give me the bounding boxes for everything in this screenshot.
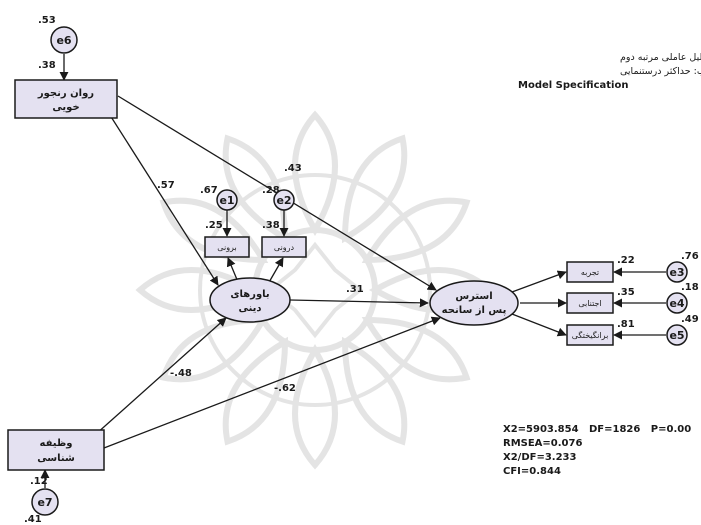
svg-text:دینی: دینی	[238, 303, 261, 314]
svg-text:e5: e5	[669, 329, 684, 342]
error-e4: e4	[666, 292, 688, 314]
coef-neuroticism-r2: .38	[38, 60, 56, 71]
node-beliefs: باورهای دینی	[209, 277, 291, 323]
path-conscientiousness-beliefs	[95, 317, 227, 435]
node-experience: تجربه	[566, 261, 614, 283]
node-external: برونی	[204, 236, 250, 258]
coef-e1-variance: .67	[200, 185, 218, 196]
node-neuroticism: روان رنجور خویی	[14, 79, 118, 119]
svg-text:اجتنابی: اجتنابی	[578, 299, 601, 308]
svg-text:e4: e4	[669, 297, 684, 310]
coef-neuroticism-stress: .43	[284, 163, 302, 174]
error-e3: e3	[666, 261, 688, 283]
coef-internal-r2: .38	[262, 220, 280, 231]
node-conscientiousness: وظیفه شناسی	[7, 429, 105, 471]
header-line-1: تحلیل عاملی مرتبه دوم	[620, 52, 701, 63]
coef-external-r2: .25	[205, 220, 223, 231]
coef-beliefs-stress: .31	[346, 284, 364, 295]
path-neuroticism-beliefs	[107, 111, 219, 286]
svg-text:درونی: درونی	[274, 243, 295, 252]
svg-text:شناسی: شناسی	[37, 453, 75, 464]
coef-e5-variance: .49	[681, 314, 699, 325]
svg-text:وظیفه: وظیفه	[40, 438, 73, 449]
svg-text:برانگیختگی: برانگیختگی	[572, 330, 609, 340]
path-stress-arousal	[511, 313, 567, 337]
coef-e3-variance: .76	[681, 251, 699, 262]
svg-text:e6: e6	[56, 34, 71, 47]
coef-conscientiousness-beliefs: -.48	[170, 368, 192, 379]
header-line-2: روش محاسبه ضرایب: حداکثر درستنمایی	[620, 66, 701, 77]
path-stress-experience	[511, 270, 567, 293]
svg-text:e1: e1	[219, 194, 234, 207]
coef-e4-variance: .18	[681, 282, 699, 293]
coef-neuroticism-beliefs: .57	[157, 180, 175, 191]
coef-e7-variance: .41	[24, 514, 42, 525]
error-e6: e6	[50, 26, 78, 54]
svg-text:e7: e7	[37, 496, 52, 509]
node-avoidance: اجتنابی	[566, 292, 614, 314]
coef-e2-variance: .28	[262, 185, 280, 196]
coef-conscientiousness-stress: -.62	[274, 383, 296, 394]
header-line-3: Model Specification	[518, 80, 628, 91]
svg-text:خویی: خویی	[52, 102, 79, 113]
coef-avoidance-r2: .35	[617, 287, 635, 298]
fit-stat-cfi: CFI=0.844	[503, 466, 561, 477]
fit-stat-chi-square: X2=5903.854 DF=1826 P=0.00	[503, 424, 691, 435]
path-beliefs-internal	[267, 257, 284, 285]
error-e1: e1	[216, 189, 238, 211]
coef-e6-variance: .53	[38, 15, 56, 26]
path-conscientiousness-stress	[103, 316, 441, 449]
fit-stat-chi-df-ratio: X2/DF=3.233	[503, 452, 577, 463]
svg-text:تجربه: تجربه	[581, 268, 599, 277]
coef-experience-r2: .22	[617, 255, 635, 266]
node-stress: استرس پس از سانحه	[429, 280, 519, 326]
path-beliefs-stress	[289, 298, 429, 308]
svg-text:روان رنجور: روان رنجور	[37, 88, 94, 99]
path-beliefs-external	[226, 257, 239, 283]
node-arousal: برانگیختگی	[566, 324, 614, 346]
error-e5: e5	[666, 324, 688, 346]
svg-text:باورهای: باورهای	[230, 289, 269, 300]
error-e7: e7	[31, 488, 59, 516]
svg-text:e3: e3	[669, 266, 684, 279]
node-internal: درونی	[261, 236, 307, 258]
svg-text:پس از سانحه: پس از سانحه	[442, 305, 507, 316]
coef-conscientiousness-r2: .12	[30, 476, 48, 487]
error-e2: e2	[273, 189, 295, 211]
svg-text:e2: e2	[276, 194, 291, 207]
svg-text:برونی: برونی	[217, 243, 236, 252]
svg-text:استرس: استرس	[455, 291, 492, 302]
coef-arousal-r2: .81	[617, 319, 635, 330]
fit-stat-rmsea: RMSEA=0.076	[503, 438, 582, 449]
